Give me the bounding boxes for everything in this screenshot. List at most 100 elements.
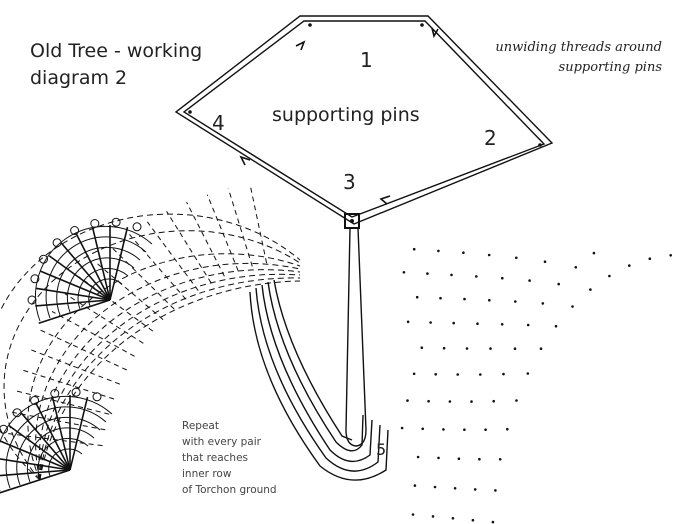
pricking-dot	[489, 347, 492, 350]
torchon-ground-line	[51, 310, 135, 357]
pricking-dot	[526, 323, 530, 327]
pricking-dot	[491, 520, 495, 524]
pricking-dot	[589, 288, 592, 291]
pin-hole	[30, 396, 40, 405]
pricking-dot	[416, 455, 420, 459]
lace-fan-spoke	[8, 425, 71, 471]
lace-fan-spoke	[38, 299, 111, 324]
torchon-ground-line	[227, 188, 253, 267]
pin-number-2: 2	[484, 126, 497, 150]
pricking-dot	[452, 321, 456, 325]
lace-fan-spoke	[35, 299, 111, 307]
pricking-dot	[442, 346, 446, 350]
pricking-dot	[462, 251, 465, 254]
pin-number-3: 3	[343, 170, 356, 194]
pricking-dot	[515, 256, 518, 260]
pricking-dot	[514, 300, 517, 303]
pin-number-1: 1	[360, 48, 373, 72]
pricking-dot	[412, 372, 416, 376]
lace-fan-spoke	[35, 402, 71, 471]
pricking-dot	[528, 279, 531, 282]
pin-number-4: 4	[212, 111, 225, 135]
pricking-dot	[439, 296, 442, 300]
pricking-dot	[574, 266, 578, 269]
torchon-ground-arc	[0, 213, 301, 481]
lace-fan-spoke	[35, 287, 111, 301]
pin-hole	[70, 226, 80, 235]
lace-fan-spoke	[109, 226, 129, 301]
pricking-dot	[571, 305, 574, 308]
diagram-title: Old Tree - working diagram 2	[30, 38, 202, 92]
pricking-dot	[411, 513, 415, 516]
pricking-dot	[426, 272, 429, 275]
repeat-line: Repeat	[182, 420, 219, 432]
pricking-dot	[484, 428, 487, 432]
torchon-ground-line	[94, 260, 164, 320]
pricking-dot	[437, 249, 440, 253]
pricking-dot	[526, 372, 530, 375]
torchon-ground-line	[20, 369, 115, 400]
lace-fan-arc	[37, 437, 89, 480]
lace-fan-arc	[0, 395, 113, 491]
thread-loop-inner	[182, 20, 546, 218]
supporting-pins-label: supporting pins	[272, 104, 420, 126]
pricking-dot	[487, 253, 491, 257]
pin-3-box	[344, 213, 360, 229]
pricking-dot	[515, 399, 518, 402]
torchon-ground-arc	[39, 277, 301, 481]
pricking-dot	[402, 271, 406, 274]
lace-fan-arc	[5, 406, 107, 489]
torchon-ground-line	[128, 233, 187, 300]
pin-hole	[12, 408, 22, 418]
pricking-dot	[448, 400, 452, 403]
lace-fan-spoke	[20, 412, 71, 471]
pin-hole	[71, 387, 81, 397]
pricking-dot	[669, 254, 672, 257]
pricking-dot	[500, 323, 504, 326]
lace-fan-arc	[45, 236, 147, 319]
thread-down-1	[345, 227, 367, 447]
lace-fan-spoke	[51, 396, 71, 471]
lace-fan-spoke	[69, 396, 89, 471]
torchon-ground-line	[13, 389, 110, 415]
torchon-ground-line	[64, 293, 144, 344]
note-line: supporting pins	[558, 60, 662, 75]
pricking-dot	[421, 427, 425, 431]
torchon-ground-arc	[35, 262, 301, 481]
pricking-dot	[406, 399, 409, 402]
repeat-line: with every pair	[182, 436, 261, 448]
pricking-dot	[506, 427, 509, 431]
lace-fan-arc	[35, 225, 153, 322]
title-line: diagram 2	[30, 67, 128, 89]
pricking-dot	[628, 264, 631, 267]
pricking-dot	[541, 302, 545, 305]
pricking-dot	[412, 247, 416, 251]
thread-bundle	[261, 284, 373, 463]
repeat-line: inner row	[182, 468, 232, 480]
lace-fan-arc	[56, 246, 141, 316]
pin-hole	[0, 424, 8, 434]
pricking-dot	[456, 373, 460, 376]
lace-fan-spoke	[0, 440, 71, 471]
lace-fan-spoke	[75, 232, 111, 301]
pricking-dot	[479, 373, 482, 376]
torchon-ground-line	[166, 211, 212, 284]
pricking-dot	[457, 457, 461, 461]
lace-fan-arc	[16, 416, 101, 486]
pricking-dot	[413, 484, 417, 487]
pin-hole	[30, 274, 40, 284]
title-line: Old Tree - working	[30, 40, 203, 62]
pricking-dot	[406, 320, 410, 324]
pricking-dot	[400, 426, 404, 430]
pin-hole	[90, 219, 100, 228]
pricking-dot	[450, 273, 453, 277]
pricking-dot	[420, 346, 424, 350]
pin-hole	[132, 222, 142, 232]
pin-hole	[111, 217, 121, 227]
lace-fan-spoke	[60, 242, 111, 301]
lace-fan-spoke	[0, 469, 71, 477]
pricking-dot	[453, 487, 457, 490]
torchon-ground-arc	[3, 230, 301, 481]
